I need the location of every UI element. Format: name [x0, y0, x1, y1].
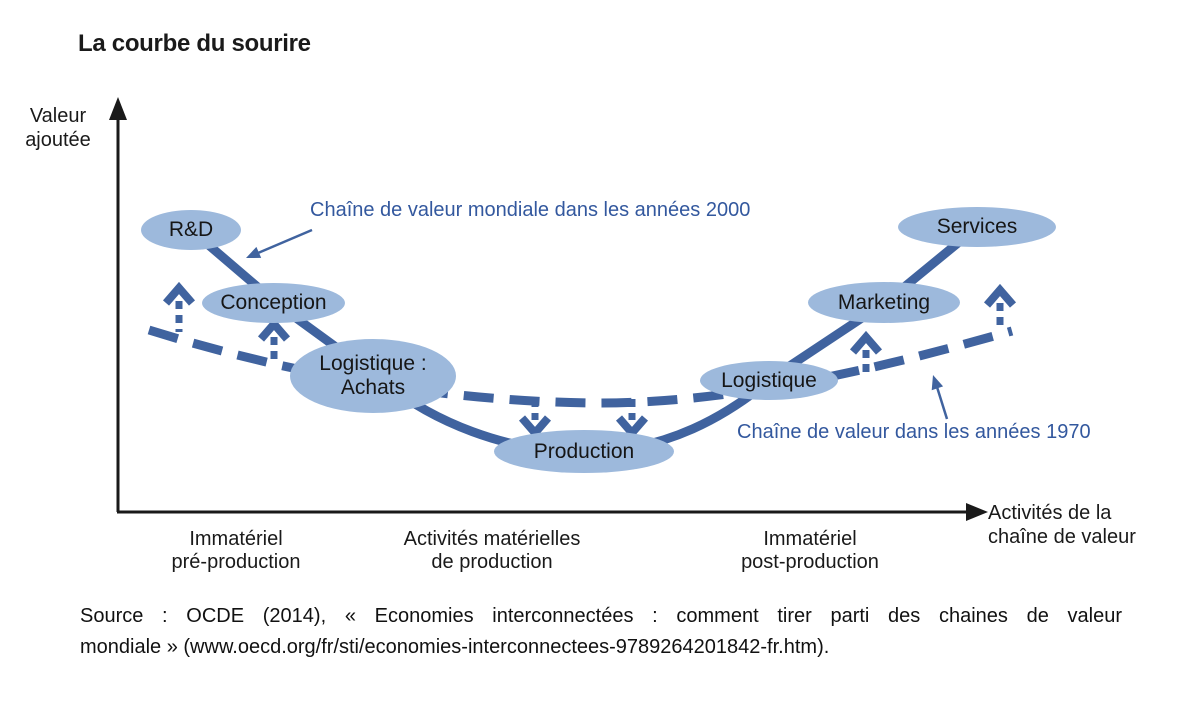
x-axis-label-line1: Activités de la: [988, 502, 1112, 524]
x-category-production-line1: Activités matérielles: [403, 528, 581, 550]
node-conception: Conception: [202, 283, 345, 323]
y-axis: [109, 97, 127, 512]
node-rd: R&D: [141, 210, 241, 250]
node-logistique-achats-line1: Logistique :: [319, 352, 427, 375]
x-category-pre-production-line2: pré-production: [171, 551, 301, 573]
node-logistique: Logistique: [700, 361, 838, 400]
node-marketing-label: Marketing: [837, 290, 931, 314]
dashed-curve-1970: [147, 325, 1014, 408]
node-services-label: Services: [936, 215, 1018, 238]
node-services: Services: [898, 207, 1056, 247]
up-arrow-left-1: [162, 281, 196, 332]
source-text-line2: mondiale » (www.oecd.org/fr/sti/economie…: [80, 636, 830, 658]
y-axis-label: Valeur ajoutée: [10, 104, 106, 152]
x-axis-label-line2: chaîne de valeur: [988, 526, 1136, 548]
up-arrow-right-1: [849, 330, 883, 372]
x-category-post-production: Immatériel post-production: [710, 528, 910, 574]
node-rd-label: R&D: [168, 218, 214, 241]
x-category-pre-production-line1: Immatériel: [189, 528, 283, 550]
y-axis-label-line1: Valeur: [29, 105, 87, 127]
node-logistique-label: Logistique: [721, 368, 817, 392]
node-production: Production: [494, 430, 674, 473]
y-axis-label-line2: ajoutée: [25, 129, 91, 151]
x-category-production-line2: de production: [431, 551, 553, 573]
pointer-arrow-2000: [246, 228, 313, 258]
up-arrow-right-2: [983, 283, 1017, 329]
pointer-arrow-1970: [931, 375, 949, 420]
up-arrow-left-2: [257, 317, 291, 359]
curve-label-1970: Chaîne de valeur dans les années 1970: [737, 421, 1091, 443]
x-category-pre-production: Immatériel pré-production: [136, 528, 336, 574]
source-text: Source : OCDE (2014), « Economies interc…: [80, 601, 1122, 663]
page-title: La courbe du sourire: [78, 30, 311, 57]
node-logistique-achats-line2: Achats: [340, 376, 406, 399]
x-axis-arrowhead-icon: [966, 503, 988, 521]
x-axis: [117, 503, 988, 521]
node-logistique-achats: Logistique : Achats: [290, 339, 456, 413]
x-axis-label: Activités de la chaîne de valeur: [988, 501, 1136, 549]
node-conception-label: Conception: [220, 291, 327, 314]
x-category-post-production-line1: Immatériel: [763, 528, 857, 550]
x-category-post-production-line2: post-production: [741, 551, 879, 573]
solid-curve-2000: [188, 225, 978, 457]
node-marketing: Marketing: [808, 282, 960, 323]
y-axis-arrowhead-icon: [109, 97, 127, 120]
x-category-production: Activités matérielles de production: [377, 528, 607, 574]
source-text-line1: Source : OCDE (2014), « Economies interc…: [80, 605, 1122, 627]
curve-label-2000: Chaîne de valeur mondiale dans les année…: [310, 199, 751, 221]
node-production-label: Production: [533, 439, 635, 463]
